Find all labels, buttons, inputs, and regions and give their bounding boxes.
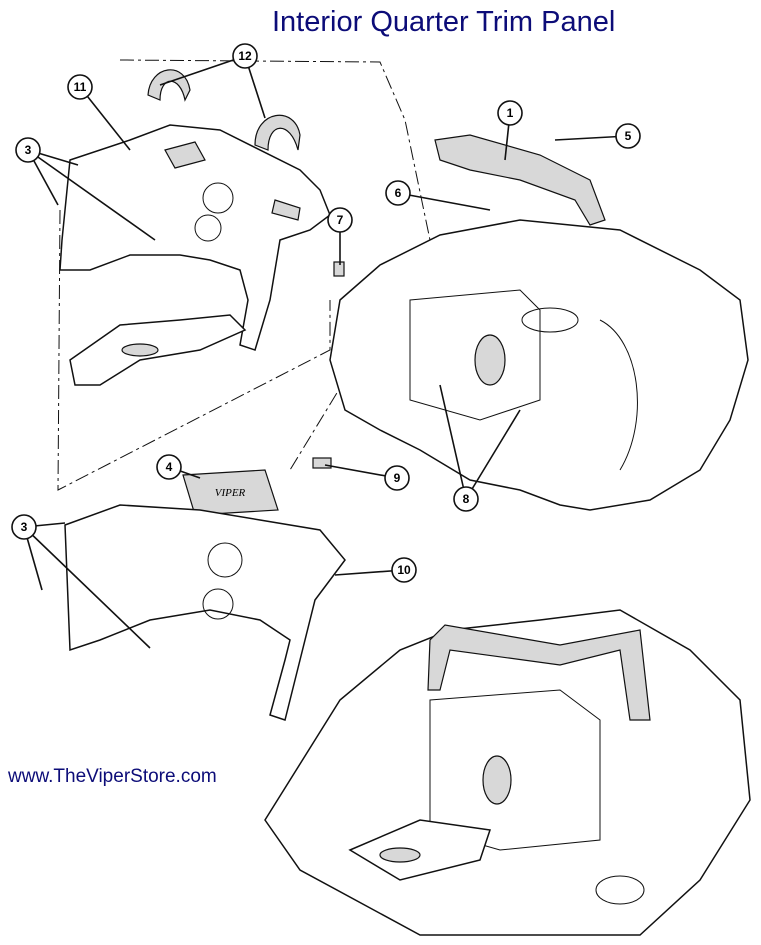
speaker-opening	[207, 542, 243, 578]
cup-holder	[121, 343, 159, 357]
svg-text:4: 4	[166, 460, 173, 474]
callout-8: 8	[453, 486, 479, 512]
callout-3-upper: 3	[15, 137, 41, 163]
callout-9: 9	[384, 465, 410, 491]
fender-edge	[599, 319, 638, 471]
svg-text:3: 3	[21, 520, 28, 534]
quarter-trim-panel-lower	[64, 504, 346, 721]
svg-text:8: 8	[463, 492, 470, 506]
vehicle-body-upper	[329, 219, 749, 511]
callout-5: 5	[615, 123, 641, 149]
callout-6: 6	[385, 180, 411, 206]
callout-1: 1	[497, 100, 523, 126]
wheel-arch	[595, 875, 645, 905]
website-link[interactable]: www.TheViperStore.com	[8, 766, 217, 787]
header-trim-rail	[434, 134, 606, 226]
rear-bulkhead	[409, 289, 541, 421]
callout-12: 12	[232, 43, 258, 69]
speaker-opening	[202, 182, 234, 214]
callout-4: 4	[156, 454, 182, 480]
panel-vent-right	[271, 199, 301, 221]
speaker-opening	[194, 214, 222, 242]
svg-text:5: 5	[625, 129, 632, 143]
svg-text:10: 10	[397, 563, 411, 577]
callout-3-lower: 3	[11, 514, 37, 540]
svg-text:1: 1	[507, 106, 514, 120]
svg-text:7: 7	[337, 213, 344, 227]
svg-text:11: 11	[74, 80, 87, 94]
roll-bar-cover-left	[147, 69, 191, 102]
roll-bar-cover-right	[254, 114, 301, 151]
speaker-opening	[202, 588, 234, 620]
clip-9	[312, 457, 332, 469]
diagram-title: Interior Quarter Trim Panel	[272, 6, 616, 38]
svg-text:9: 9	[394, 471, 401, 485]
svg-text:12: 12	[238, 49, 252, 63]
speaker-lower	[482, 755, 512, 805]
panel-vent-left	[164, 141, 206, 169]
console-lower	[348, 819, 491, 881]
svg-text:3: 3	[25, 143, 32, 157]
quarter-trim-panel-upper	[59, 124, 331, 351]
clip-7	[333, 261, 345, 277]
cup-holder	[379, 847, 421, 863]
callout-10: 10	[391, 557, 417, 583]
badge-lettering: VIPER	[215, 487, 246, 499]
tire-well	[521, 307, 579, 333]
svg-text:6: 6	[395, 186, 402, 200]
roll-bar	[427, 624, 651, 721]
callout-11: 11	[67, 74, 93, 100]
speaker	[474, 334, 506, 386]
viper-badge: VIPER	[182, 469, 279, 516]
callout-7: 7	[327, 207, 353, 233]
